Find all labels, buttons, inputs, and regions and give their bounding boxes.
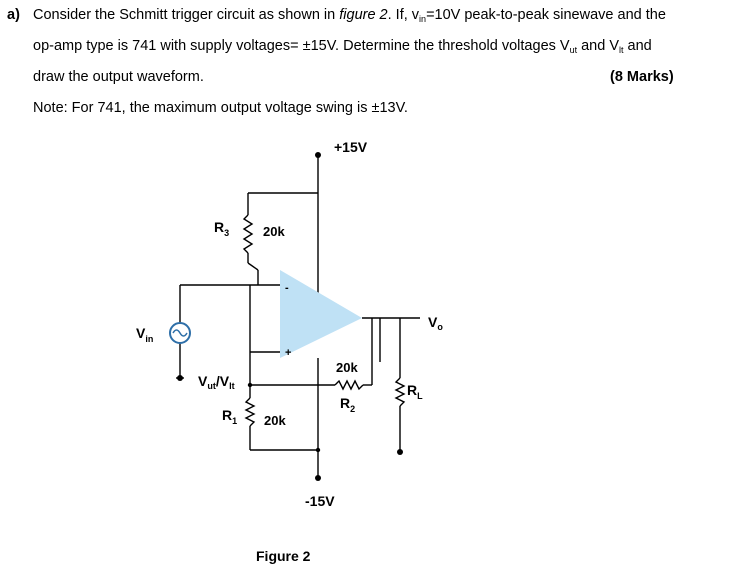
r3-value: 20k	[263, 224, 285, 239]
figure-caption: Figure 2	[256, 548, 311, 564]
question-line-2: op-amp type is 741 with supply voltages=…	[33, 38, 652, 55]
threshold-label: Vut/Vlt	[198, 373, 235, 391]
rl-ground	[397, 449, 403, 455]
vout-label: Vo	[428, 314, 443, 332]
vth-node	[247, 382, 253, 388]
noninverting-sign: +	[285, 347, 291, 359]
r3-label: R3	[214, 219, 229, 238]
question-line-1: Consider the Schmitt trigger circuit as …	[33, 7, 666, 24]
r3-resistor	[242, 214, 254, 254]
vcc-terminal	[315, 152, 321, 158]
question-label: a)	[7, 7, 20, 23]
rl-resistor	[394, 377, 406, 407]
r2-resistor	[334, 379, 364, 391]
r2-value: 20k	[336, 360, 358, 375]
inverting-sign: -	[285, 282, 289, 294]
r2-label: R2	[340, 395, 355, 414]
vin-ground	[177, 375, 183, 381]
vcc-label: +15V	[334, 139, 368, 155]
vee-terminal	[315, 475, 321, 481]
vee-label: -15V	[305, 493, 335, 509]
question-note: Note: For 741, the maximum output voltag…	[33, 100, 408, 116]
question-line-3: draw the output waveform.	[33, 69, 204, 85]
vee-node	[315, 447, 321, 453]
r1-resistor	[244, 397, 256, 427]
rl-label: RL	[407, 382, 423, 401]
r1-label: R1	[222, 407, 237, 426]
vin-label: Vin	[136, 325, 153, 344]
r1-value: 20k	[264, 413, 286, 428]
figure-reference: figure 2	[339, 7, 388, 23]
opamp-triangle	[280, 270, 362, 358]
marks-label: (8 Marks)	[610, 69, 674, 85]
